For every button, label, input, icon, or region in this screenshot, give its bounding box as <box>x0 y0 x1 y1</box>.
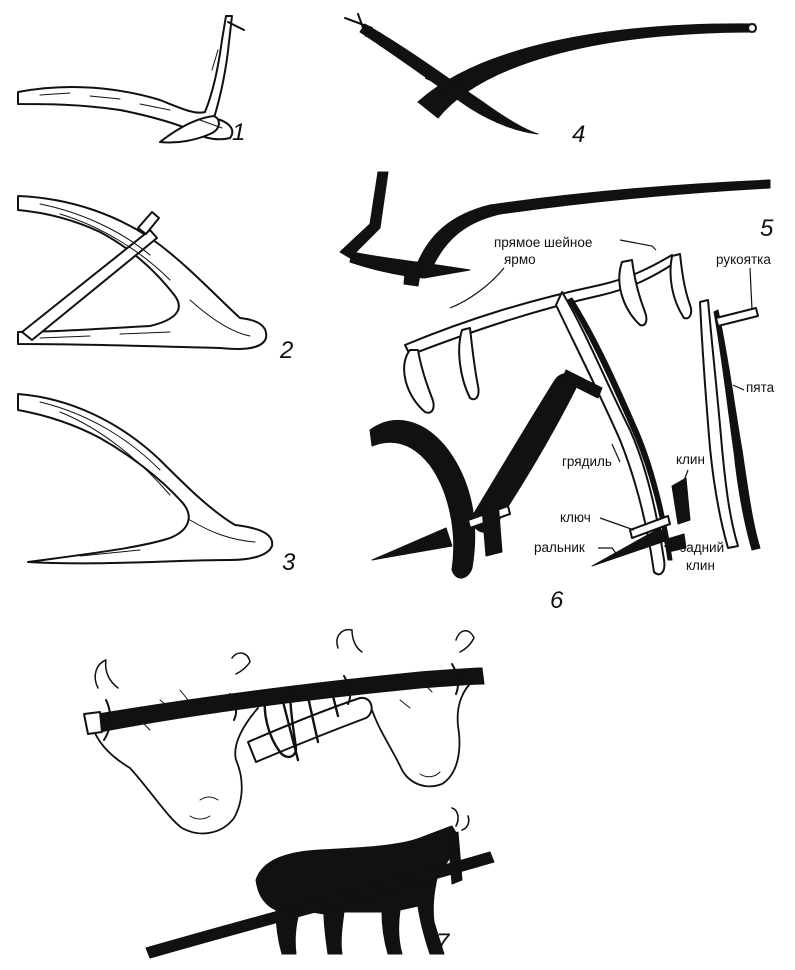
figure-4-crossed-pole-ard: 4 <box>345 14 756 148</box>
label-wedge: клин <box>676 452 705 467</box>
label-rear-wedge-line1: задний <box>680 540 724 555</box>
label-beam: грядиль <box>562 454 612 469</box>
figure-1-number: 1 <box>232 119 245 146</box>
figure-4-number: 4 <box>572 121 585 148</box>
figure-1-forked-ard: 1 <box>18 16 245 146</box>
ox-head-left <box>90 653 258 833</box>
handle-rukojatka <box>716 308 758 326</box>
figure-5-bent-beam-ard: 5 <box>340 172 774 286</box>
ox-yoke-beam <box>86 668 484 734</box>
label-handle: рукоятка <box>716 252 771 267</box>
figure-6-plough-with-yoke: 6 прямое шейное ярмо рукоятка пята гряди… <box>370 235 775 614</box>
label-yoke-line1: прямое шейное <box>494 235 592 250</box>
figure-7-number: 7 <box>436 929 451 956</box>
label-rear-wedge-line2: клин <box>686 558 715 573</box>
figure-7-yoked-oxen: 7 <box>84 630 494 958</box>
label-yoke-line2: ярмо <box>504 252 536 267</box>
figure-2-antler-ard-with-strut: 2 <box>18 196 293 364</box>
label-heel: пята <box>746 380 775 395</box>
figure-2-number: 2 <box>279 337 293 364</box>
figure-5-number: 5 <box>760 215 774 242</box>
label-share: ральник <box>534 540 585 555</box>
figure-3-number: 3 <box>282 549 296 576</box>
figure-6-number: 6 <box>550 587 564 614</box>
wedge-klin <box>672 478 690 524</box>
label-key: ключ <box>560 510 591 525</box>
figure-3-antler-share: 3 <box>18 394 296 576</box>
